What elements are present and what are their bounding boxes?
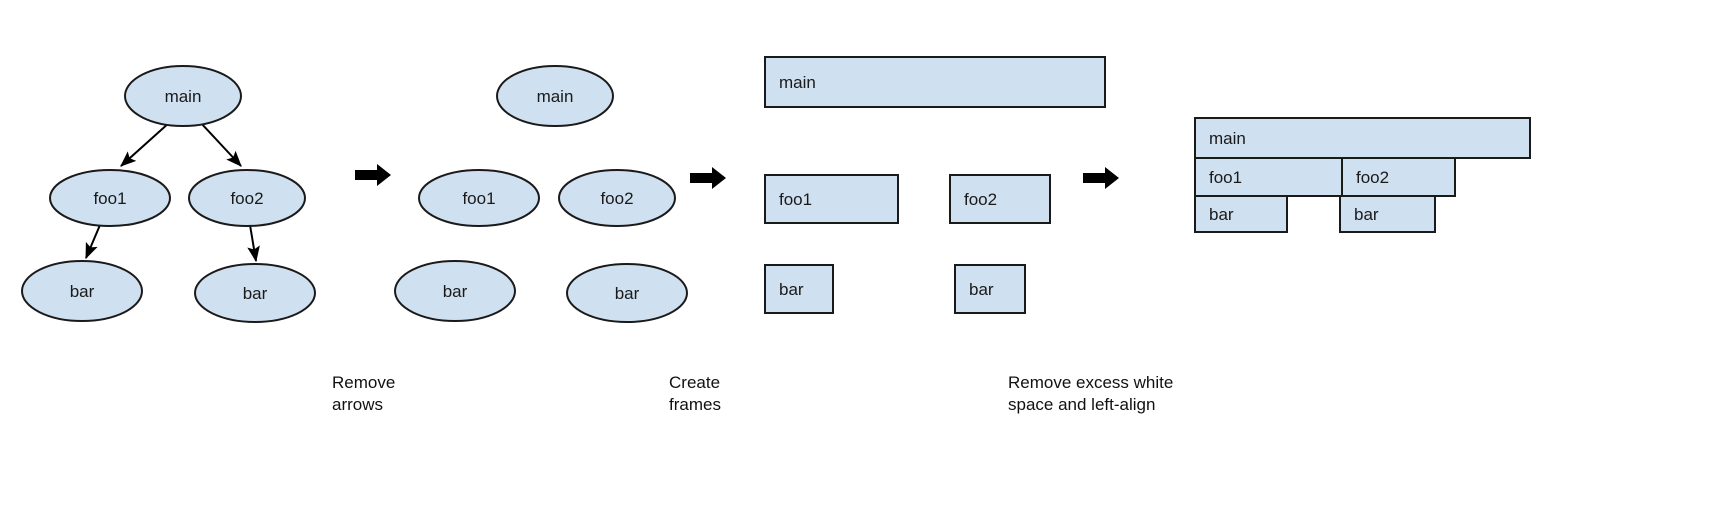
edge-foo2-to-bar2 <box>247 224 260 263</box>
node-label-foo2: foo2 <box>1356 168 1389 187</box>
panel-rectangular-frames: main foo1 foo2 bar bar <box>764 56 1106 314</box>
caption-create-frames: Create frames <box>669 373 721 415</box>
node-rect-foo1[interactable] <box>1194 157 1343 197</box>
step-arrow-remove-space-glyph <box>1083 167 1119 189</box>
node-ellipse-foo2[interactable] <box>188 169 306 227</box>
panel-ellipses-without-arrows: main foo1 foo2 bar bar <box>394 65 688 323</box>
node-label-foo2: foo2 <box>230 189 263 208</box>
node-label-main: main <box>779 73 816 92</box>
node-label-bar1: bar <box>443 282 468 301</box>
node-ellipse-bar2[interactable] <box>194 263 316 323</box>
step-arrow-create-frames-glyph <box>690 167 726 189</box>
node-rect-bar1[interactable] <box>764 264 834 314</box>
node-label-foo1: foo1 <box>1209 168 1242 187</box>
node-ellipse-bar1[interactable] <box>394 260 516 322</box>
panel-call-tree-with-arrows: main foo1 foo2 bar bar <box>21 65 316 323</box>
node-rect-foo2[interactable] <box>949 174 1051 224</box>
node-label-bar2: bar <box>243 284 268 303</box>
node-label-foo2: foo2 <box>964 190 997 209</box>
node-label-bar1: bar <box>70 282 95 301</box>
node-label-foo1: foo1 <box>462 189 495 208</box>
node-rect-bar1[interactable] <box>1194 195 1288 233</box>
node-rect-bar2[interactable] <box>954 264 1026 314</box>
panel-packed-left-aligned-frames: main foo1 foo2 bar bar <box>1194 117 1531 233</box>
node-label-bar1: bar <box>779 280 804 299</box>
edge-foo1-to-bar1 <box>85 224 101 260</box>
node-label-main: main <box>537 87 574 106</box>
node-ellipse-main[interactable] <box>124 65 242 127</box>
node-label-bar2: bar <box>969 280 994 299</box>
node-ellipse-foo1[interactable] <box>418 169 540 227</box>
node-ellipse-bar1[interactable] <box>21 260 143 322</box>
node-rect-bar2[interactable] <box>1339 195 1436 233</box>
caption-remove-arrows: Remove arrows <box>332 373 396 415</box>
node-rect-main[interactable] <box>764 56 1106 108</box>
node-rect-main[interactable] <box>1194 117 1531 159</box>
node-ellipse-foo2[interactable] <box>558 169 676 227</box>
node-label-main: main <box>165 87 202 106</box>
step-arrow-remove-arrows <box>355 164 391 186</box>
node-label-main: main <box>1209 129 1246 148</box>
step-arrow-create-frames <box>690 167 726 189</box>
edge-main-to-foo2 <box>199 121 242 167</box>
node-ellipse-main[interactable] <box>496 65 614 127</box>
caption-remove-excess-white-space: Remove excess white space and left-align <box>1008 373 1174 415</box>
node-label-foo2: foo2 <box>600 189 633 208</box>
node-label-bar2: bar <box>615 284 640 303</box>
edge-main-to-foo1 <box>120 121 171 167</box>
node-ellipse-foo1[interactable] <box>49 169 171 227</box>
node-rect-foo1[interactable] <box>764 174 899 224</box>
node-label-bar1: bar <box>1209 205 1234 224</box>
node-label-bar2: bar <box>1354 205 1379 224</box>
node-label-foo1: foo1 <box>93 189 126 208</box>
step-arrow-remove-arrows-glyph <box>355 164 391 186</box>
node-label-foo1: foo1 <box>779 190 812 209</box>
node-ellipse-bar2[interactable] <box>566 263 688 323</box>
step-arrow-remove-space <box>1083 167 1119 189</box>
